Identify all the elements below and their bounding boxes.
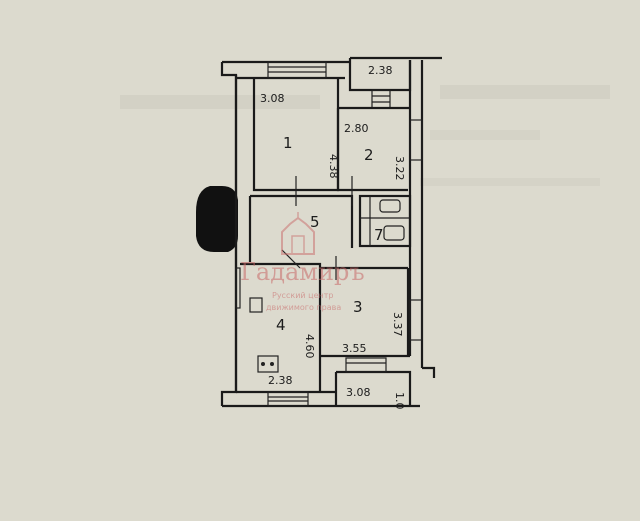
dim-room2-length: 3.22 bbox=[393, 156, 406, 181]
room-label-3: 3 bbox=[353, 298, 363, 316]
dim-room4-width: 2.38 bbox=[268, 374, 293, 387]
dim-bottom-balcony-depth: 1.0 bbox=[393, 392, 406, 410]
room-label-7: 7 bbox=[374, 226, 384, 244]
faint-background-text bbox=[120, 85, 610, 186]
watermark-logo-icon bbox=[281, 212, 315, 255]
room-label-4: 4 bbox=[276, 316, 286, 334]
watermark: Гадамиръ Русский центр движимого права bbox=[240, 212, 365, 312]
dim-room1-length: 4.38 bbox=[327, 154, 340, 179]
interior-walls bbox=[240, 78, 412, 392]
dim-room2-width: 2.80 bbox=[344, 122, 369, 135]
dim-top-balcony: 2.38 bbox=[368, 64, 393, 77]
dim-bottom-balcony: 3.08 bbox=[346, 386, 371, 399]
dimension-labels: 3.08 4.38 2.80 3.22 2.38 3.37 3.55 4.60 … bbox=[260, 64, 406, 410]
black-ink-mark bbox=[196, 186, 238, 252]
room-label-2: 2 bbox=[364, 146, 374, 164]
dim-room3-width: 3.55 bbox=[342, 342, 367, 355]
watermark-line2: движимого права bbox=[266, 303, 341, 312]
dim-room4-length: 4.60 bbox=[303, 334, 316, 359]
dim-room3-length: 3.37 bbox=[391, 312, 404, 337]
room-label-1: 1 bbox=[283, 134, 293, 152]
watermark-brand: Гадамиръ bbox=[240, 258, 365, 286]
dim-room1-width: 3.08 bbox=[260, 92, 285, 105]
room-labels: 1 2 3 4 5 7 bbox=[276, 134, 384, 334]
watermark-line1: Русский центр bbox=[272, 291, 333, 300]
room-label-5: 5 bbox=[310, 213, 320, 231]
